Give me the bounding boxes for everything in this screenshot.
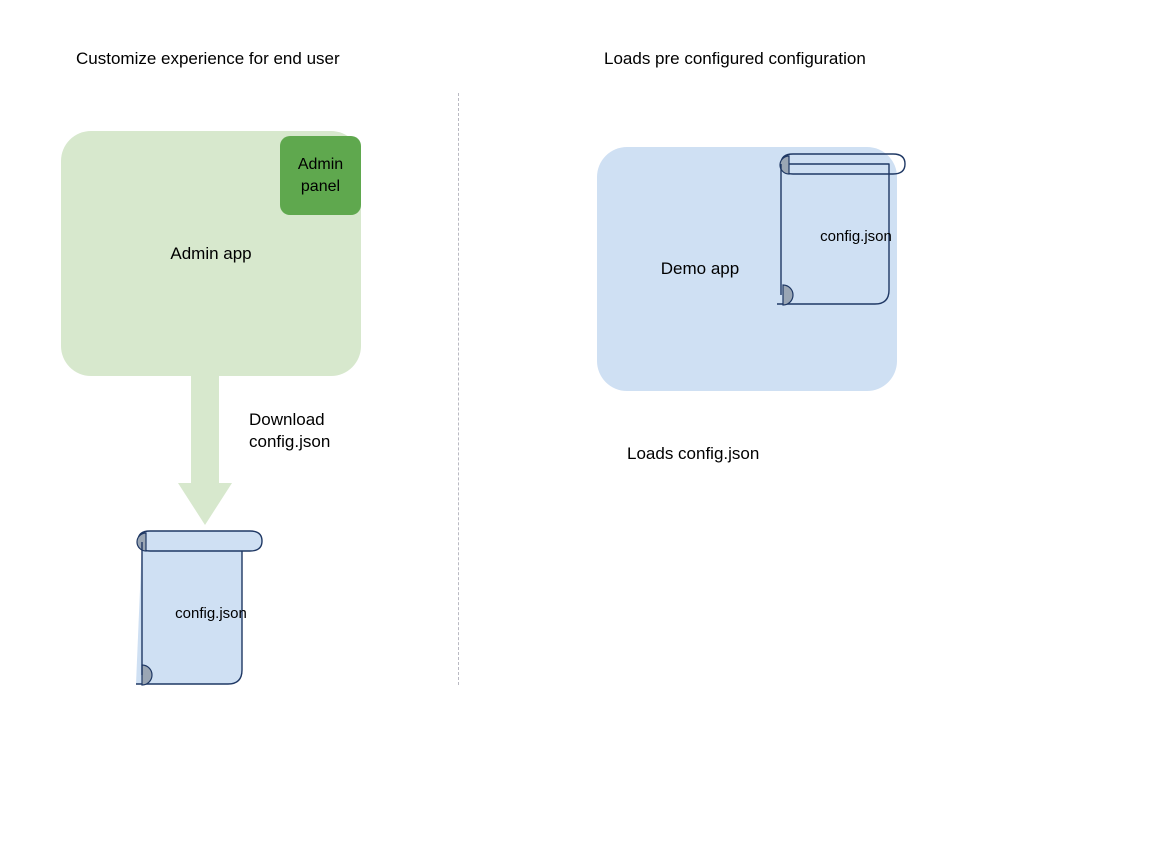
demo-app-label: Demo app	[660, 259, 740, 278]
column-divider	[458, 93, 459, 685]
config-json-label-right: config.json	[820, 228, 892, 245]
admin-panel-box[interactable]: Admin panel	[280, 136, 361, 215]
download-arrow-label: Download config.json	[249, 410, 331, 451]
config-json-document-right[interactable]: config.json	[771, 152, 913, 312]
loads-config-caption: Loads config.json	[627, 444, 760, 463]
config-json-label-left: config.json	[175, 605, 247, 622]
admin-app-label: Admin app	[170, 244, 252, 263]
left-column-heading: Customize experience for end user	[76, 49, 340, 68]
config-json-document-left[interactable]: config.json	[118, 528, 268, 692]
right-column-heading: Loads pre configured configuration	[604, 49, 866, 68]
demo-app-box[interactable]: Demo app	[597, 147, 897, 391]
download-arrow-icon	[170, 370, 250, 530]
admin-panel-label: Admin panel	[297, 155, 344, 195]
